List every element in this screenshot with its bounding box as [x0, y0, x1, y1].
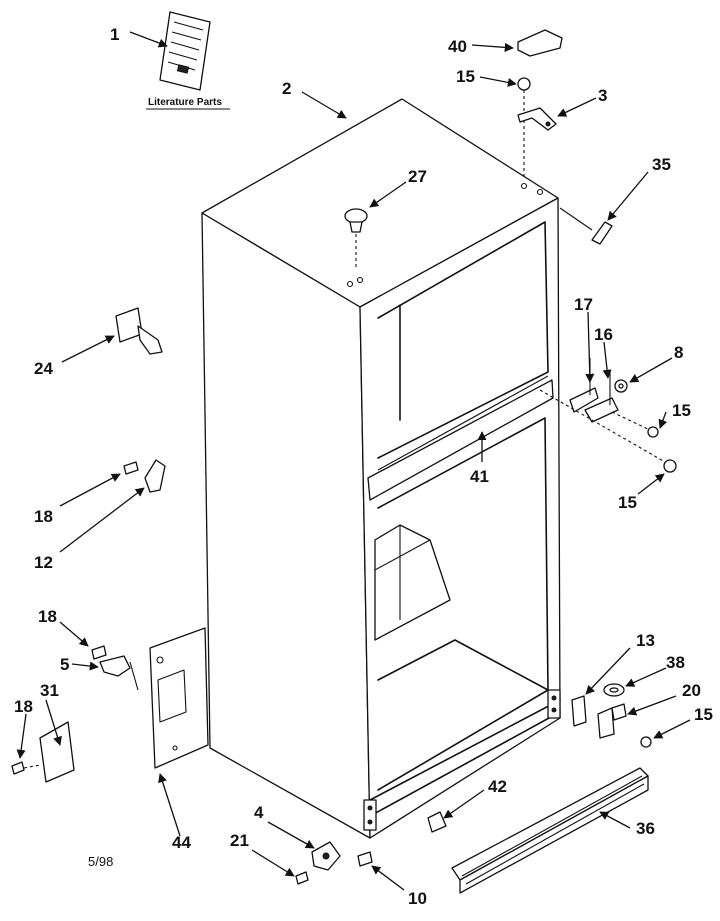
literature-booklet: Literature Parts — [146, 11, 230, 110]
callout-4: 4 — [254, 803, 264, 822]
callout-27: 27 — [408, 167, 427, 186]
callout-2: 2 — [282, 79, 291, 98]
callout-5: 5 — [60, 655, 69, 674]
top-plug — [344, 208, 368, 268]
callout-12: 12 — [34, 553, 53, 572]
screw-top — [517, 77, 531, 180]
lower-right-hinge — [571, 683, 652, 748]
base-grille — [451, 767, 649, 894]
callout-15-top: 15 — [456, 67, 475, 86]
callout-13: 13 — [636, 631, 655, 650]
callout-35: 35 — [652, 155, 671, 174]
callout-labels: 1 2 40 15 3 27 35 24 17 16 8 15 41 15 18… — [14, 25, 713, 908]
callout-8: 8 — [674, 343, 683, 362]
bottom-hinge — [295, 841, 373, 885]
center-hinge-parts — [539, 358, 677, 473]
callout-17: 17 — [574, 295, 593, 314]
callout-1: 1 — [110, 25, 119, 44]
leader-lines — [16, 31, 691, 891]
callout-31: 31 — [40, 681, 59, 700]
leveling-foot — [427, 811, 447, 833]
literature-label: Literature Parts — [148, 97, 222, 108]
clip-12 — [123, 459, 166, 493]
callout-15-center: 15 — [672, 401, 691, 420]
callout-18-middle: 18 — [38, 607, 57, 626]
callout-18-upper: 18 — [34, 507, 53, 526]
callout-40: 40 — [448, 37, 467, 56]
cabinet — [201, 98, 561, 839]
callout-44: 44 — [172, 833, 191, 852]
callout-41: 41 — [470, 467, 489, 486]
callout-24: 24 — [34, 359, 53, 378]
callout-36: 36 — [636, 819, 655, 838]
handle-bracket — [115, 307, 163, 355]
callout-15-lower: 15 — [694, 705, 713, 724]
hinge-pin-cover — [559, 207, 613, 245]
date-code: 5/98 — [88, 854, 113, 869]
callout-20: 20 — [682, 681, 701, 700]
callout-38: 38 — [666, 653, 685, 672]
callout-15-right: 15 — [618, 493, 637, 512]
callout-10: 10 — [408, 889, 427, 908]
callout-18-lower: 18 — [14, 697, 33, 716]
left-lower-parts — [11, 627, 209, 783]
callout-16: 16 — [594, 325, 613, 344]
callout-42: 42 — [488, 777, 507, 796]
hinge-cover — [517, 29, 563, 57]
callout-21: 21 — [230, 831, 249, 850]
top-hinge — [517, 107, 557, 131]
callout-3: 3 — [598, 86, 607, 105]
